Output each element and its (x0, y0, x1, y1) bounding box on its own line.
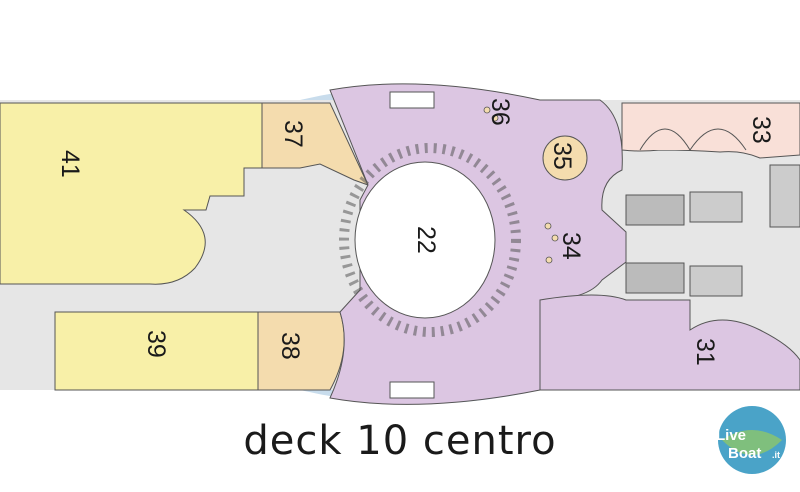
globe-land-icon (722, 430, 782, 455)
dot-marker (545, 256, 553, 264)
label-39: 39 (142, 330, 170, 358)
dot-marker (483, 106, 491, 114)
elevators-lower (625, 262, 685, 294)
dot-marker (491, 114, 499, 122)
area-41 (0, 102, 263, 285)
label-22: 22 (412, 226, 440, 254)
label-31: 31 (691, 338, 719, 366)
stairs-lower (689, 265, 743, 297)
label-41: 41 (56, 150, 84, 178)
logo-suffix: .it (772, 450, 780, 460)
area-35-marker (542, 135, 588, 181)
liveboat-logo: Live Boat .it (716, 406, 786, 474)
label-33: 33 (747, 116, 775, 144)
arc-33-b (689, 128, 747, 151)
stair-icon-top (389, 91, 435, 109)
area-31 (539, 294, 800, 391)
atrium-seating (339, 143, 521, 337)
atrium-22 (354, 161, 496, 319)
elevators-upper (625, 194, 685, 226)
dot-marker (544, 222, 552, 230)
label-38: 38 (276, 332, 304, 360)
stair-icon-bottom (389, 381, 435, 399)
area-39 (54, 311, 259, 391)
dot-marker (551, 234, 559, 242)
logo-line1: Live (716, 427, 746, 444)
label-35: 35 (548, 142, 576, 170)
restroom-block (769, 164, 800, 228)
label-37: 37 (279, 120, 307, 148)
label-36: 36 (486, 98, 514, 126)
label-34: 34 (557, 232, 585, 260)
logo-line2: Boat (728, 445, 761, 462)
area-37 (261, 102, 369, 186)
stairs-upper (689, 191, 743, 223)
deck-caption: deck 10 centro (243, 418, 557, 464)
arc-33-a (639, 128, 691, 151)
